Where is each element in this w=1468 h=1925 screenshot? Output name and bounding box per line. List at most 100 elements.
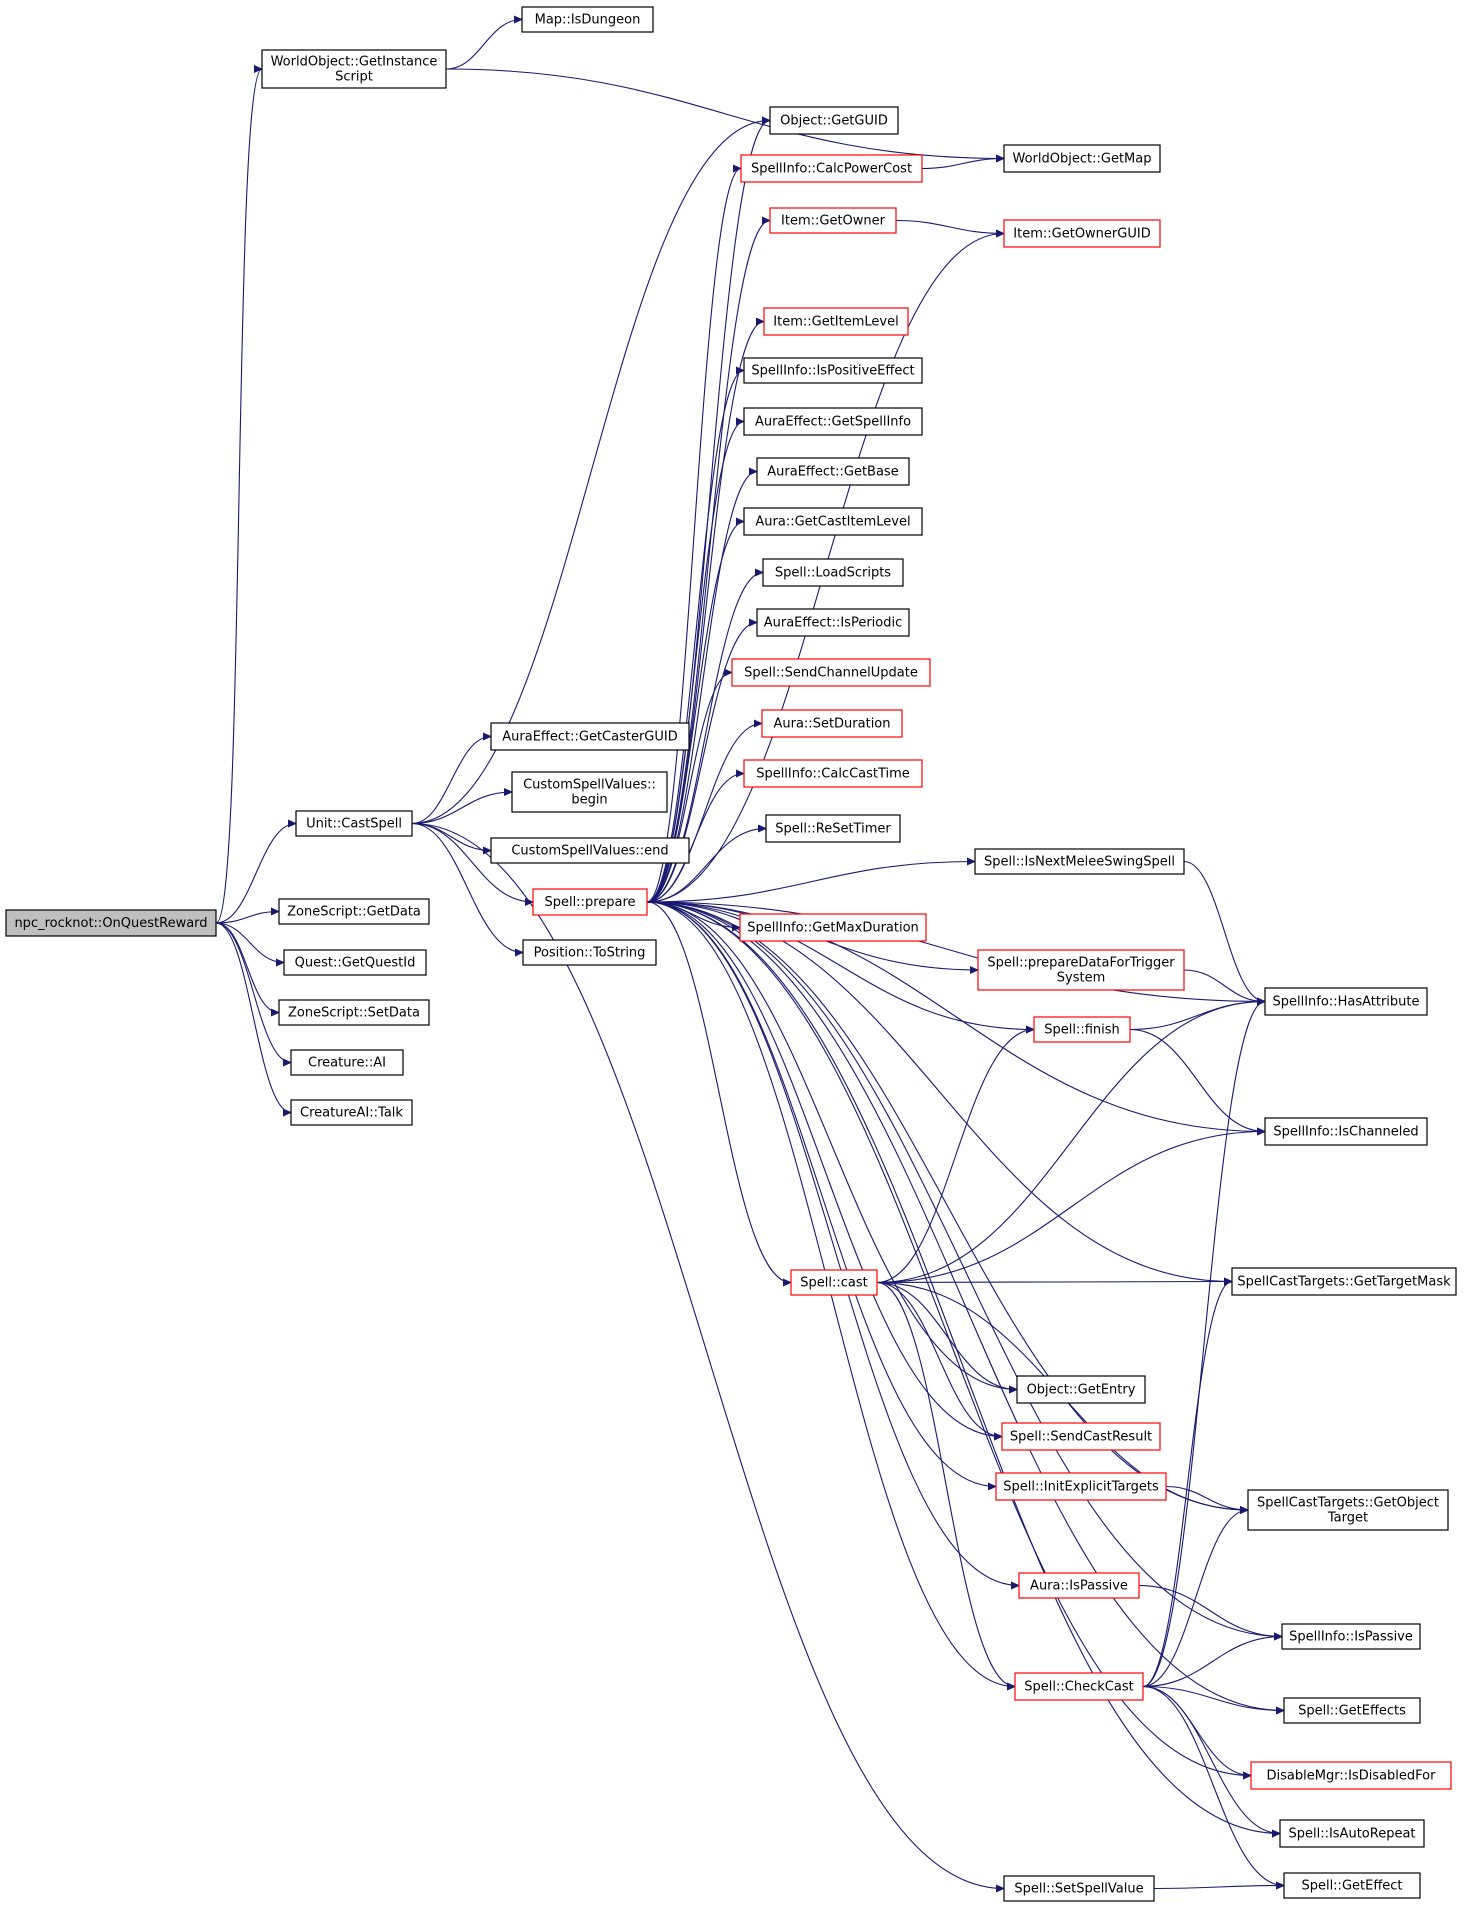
node-checkcast[interactable]: Spell::CheckCast	[1014, 1672, 1144, 1701]
node-getentry[interactable]: Object::GetEntry	[1016, 1375, 1146, 1404]
edge-prepare-to-cast	[646, 901, 791, 1283]
node-label: Spell::GetEffect	[1301, 1879, 1402, 1894]
node-getguid[interactable]: Object::GetGUID	[769, 106, 899, 135]
node-zgetdata[interactable]: ZoneScript::GetData	[278, 898, 430, 925]
node-isperiodic[interactable]: AuraEffect::IsPeriodic	[756, 608, 910, 637]
node-aispassive[interactable]: Aura::IsPassive	[1018, 1572, 1140, 1599]
node-label: AuraEffect::GetBase	[767, 465, 898, 480]
node-label: Object::GetGUID	[780, 114, 888, 129]
node-box	[1264, 1117, 1428, 1146]
node-getmaxduration[interactable]: SpellInfo::GetMaxDuration	[739, 913, 927, 942]
node-tostring[interactable]: Position::ToString	[522, 939, 657, 966]
node-hasattribute[interactable]: SpellInfo::HasAttribute	[1264, 987, 1428, 1016]
node-zsetdata[interactable]: ZoneScript::SetData	[278, 999, 430, 1026]
edge-checkcast-to-geteffect	[1142, 1685, 1284, 1886]
node-label: Aura::IsPassive	[1030, 1579, 1128, 1594]
node-castspell[interactable]: Unit::CastSpell	[295, 810, 413, 837]
node-talk[interactable]: CreatureAI::Talk	[290, 1099, 413, 1126]
node-calcpower[interactable]: SpellInfo::CalcPowerCost	[740, 154, 923, 183]
node-ispositive[interactable]: SpellInfo::IsPositiveEffect	[743, 357, 923, 384]
node-getcastitemlevel[interactable]: Aura::GetCastItemLevel	[743, 507, 923, 536]
node-creatureai[interactable]: Creature::AI	[290, 1049, 404, 1076]
node-loadscripts[interactable]: Spell::LoadScripts	[762, 558, 904, 587]
node-label: SpellInfo::IsChanneled	[1273, 1125, 1418, 1140]
edge-prepare-to-geteffects	[646, 901, 1284, 1711]
node-geteffect[interactable]: Spell::GetEffect	[1283, 1872, 1421, 1899]
node-initexplicit[interactable]: Spell::InitExplicitTargets	[995, 1472, 1167, 1501]
node-label: AuraEffect::GetSpellInfo	[755, 415, 911, 430]
edge-root-to-zsetdata	[215, 922, 279, 1013]
edge-checkcast-to-gettargetmask	[1142, 1282, 1232, 1688]
edge-setspellvalue-to-geteffect	[1153, 1886, 1284, 1889]
node-box	[1283, 1697, 1421, 1724]
node-isdungeon[interactable]: Map::IsDungeon	[521, 6, 654, 33]
node-box	[1018, 1572, 1140, 1599]
node-label: Item::GetItemLevel	[773, 315, 898, 330]
node-isautorepeat[interactable]: Spell::IsAutoRepeat	[1279, 1819, 1425, 1848]
node-csvbegin[interactable]: CustomSpellValues::begin	[511, 771, 668, 813]
node-box	[1003, 144, 1161, 173]
node-getmap[interactable]: WorldObject::GetMap	[1003, 144, 1161, 173]
node-box	[743, 759, 923, 788]
edge-prepare-to-hasattribute	[646, 901, 1265, 1002]
node-ischanneled[interactable]: SpellInfo::IsChanneled	[1264, 1117, 1428, 1146]
edge-prepare-to-resettimer	[646, 829, 766, 903]
node-box	[295, 810, 413, 837]
node-box	[756, 457, 910, 486]
edge-castspell-to-csvbegin	[411, 792, 512, 825]
node-box	[511, 771, 668, 813]
node-csvend[interactable]: CustomSpellValues::end	[490, 837, 690, 864]
node-box	[995, 1472, 1167, 1501]
node-geteffects[interactable]: Spell::GetEffects	[1283, 1697, 1421, 1724]
edge-castspell-to-getguid	[411, 121, 770, 825]
node-sendcastresult[interactable]: Spell::SendCastResult	[1001, 1422, 1161, 1451]
node-finish[interactable]: Spell::finish	[1033, 1016, 1131, 1043]
node-calccasttime[interactable]: SpellInfo::CalcCastTime	[743, 759, 923, 788]
node-isnextmelee[interactable]: Spell::IsNextMeleeSwingSpell	[974, 848, 1185, 875]
node-box	[1279, 1819, 1425, 1848]
node-label: SpellCastTargets::GetTargetMask	[1237, 1275, 1451, 1290]
node-getcasterguid[interactable]: AuraEffect::GetCasterGUID	[490, 722, 690, 751]
edge-root-to-talk	[215, 922, 291, 1113]
node-box	[740, 154, 923, 183]
edge-cast-to-ischanneled	[876, 1132, 1265, 1284]
edge-root-to-castspell	[215, 824, 296, 924]
node-label: Aura::GetCastItemLevel	[755, 515, 910, 530]
node-gettargetmask[interactable]: SpellCastTargets::GetTargetMask	[1231, 1267, 1457, 1296]
node-siispassive[interactable]: SpellInfo::IsPassive	[1281, 1623, 1421, 1650]
node-label: Spell::GetEffects	[1298, 1704, 1406, 1719]
node-root[interactable]: npc_rocknot::OnQuestReward	[5, 909, 217, 937]
edge-prepare-to-isnextmelee	[646, 862, 975, 903]
node-label: System	[1057, 971, 1105, 986]
node-box	[490, 722, 690, 751]
node-getitemlevel[interactable]: Item::GetItemLevel	[763, 307, 909, 336]
edge-prepare-to-siispassive	[646, 901, 1282, 1637]
edge-checkcast-to-geteffects	[1142, 1685, 1284, 1711]
node-label: Spell::InitExplicitTargets	[1003, 1480, 1159, 1495]
node-getownerguid[interactable]: Item::GetOwnerGUID	[1003, 219, 1161, 248]
node-isdisabledfor[interactable]: DisableMgr::IsDisabledFor	[1250, 1761, 1452, 1790]
node-label: SpellInfo::IsPassive	[1289, 1630, 1413, 1645]
node-sendchannel[interactable]: Spell::SendChannelUpdate	[731, 658, 931, 687]
node-setspellvalue[interactable]: Spell::SetSpellValue	[1003, 1875, 1155, 1902]
node-prepare[interactable]: Spell::prepare	[532, 888, 648, 916]
node-box	[1003, 219, 1161, 248]
node-label: Target	[1327, 1511, 1368, 1526]
node-aegetbase[interactable]: AuraEffect::GetBase	[756, 457, 910, 486]
node-box	[743, 407, 923, 436]
node-box	[1250, 1761, 1452, 1790]
edge-prepare-to-getcastitemlevel	[646, 522, 744, 903]
node-aegetspellinfo[interactable]: AuraEffect::GetSpellInfo	[743, 407, 923, 436]
node-label: Script	[335, 70, 373, 85]
node-label: Spell::SetSpellValue	[1014, 1882, 1143, 1897]
node-cast[interactable]: Spell::cast	[790, 1269, 878, 1296]
node-getquestid[interactable]: Quest::GetQuestId	[283, 949, 427, 976]
edge-root-to-getinst	[215, 69, 262, 924]
node-label: SpellInfo::HasAttribute	[1272, 995, 1419, 1010]
node-resettimer[interactable]: Spell::ReSetTimer	[765, 814, 901, 843]
node-setduration[interactable]: Aura::SetDuration	[761, 709, 903, 738]
node-getowner[interactable]: Item::GetOwner	[769, 207, 897, 234]
